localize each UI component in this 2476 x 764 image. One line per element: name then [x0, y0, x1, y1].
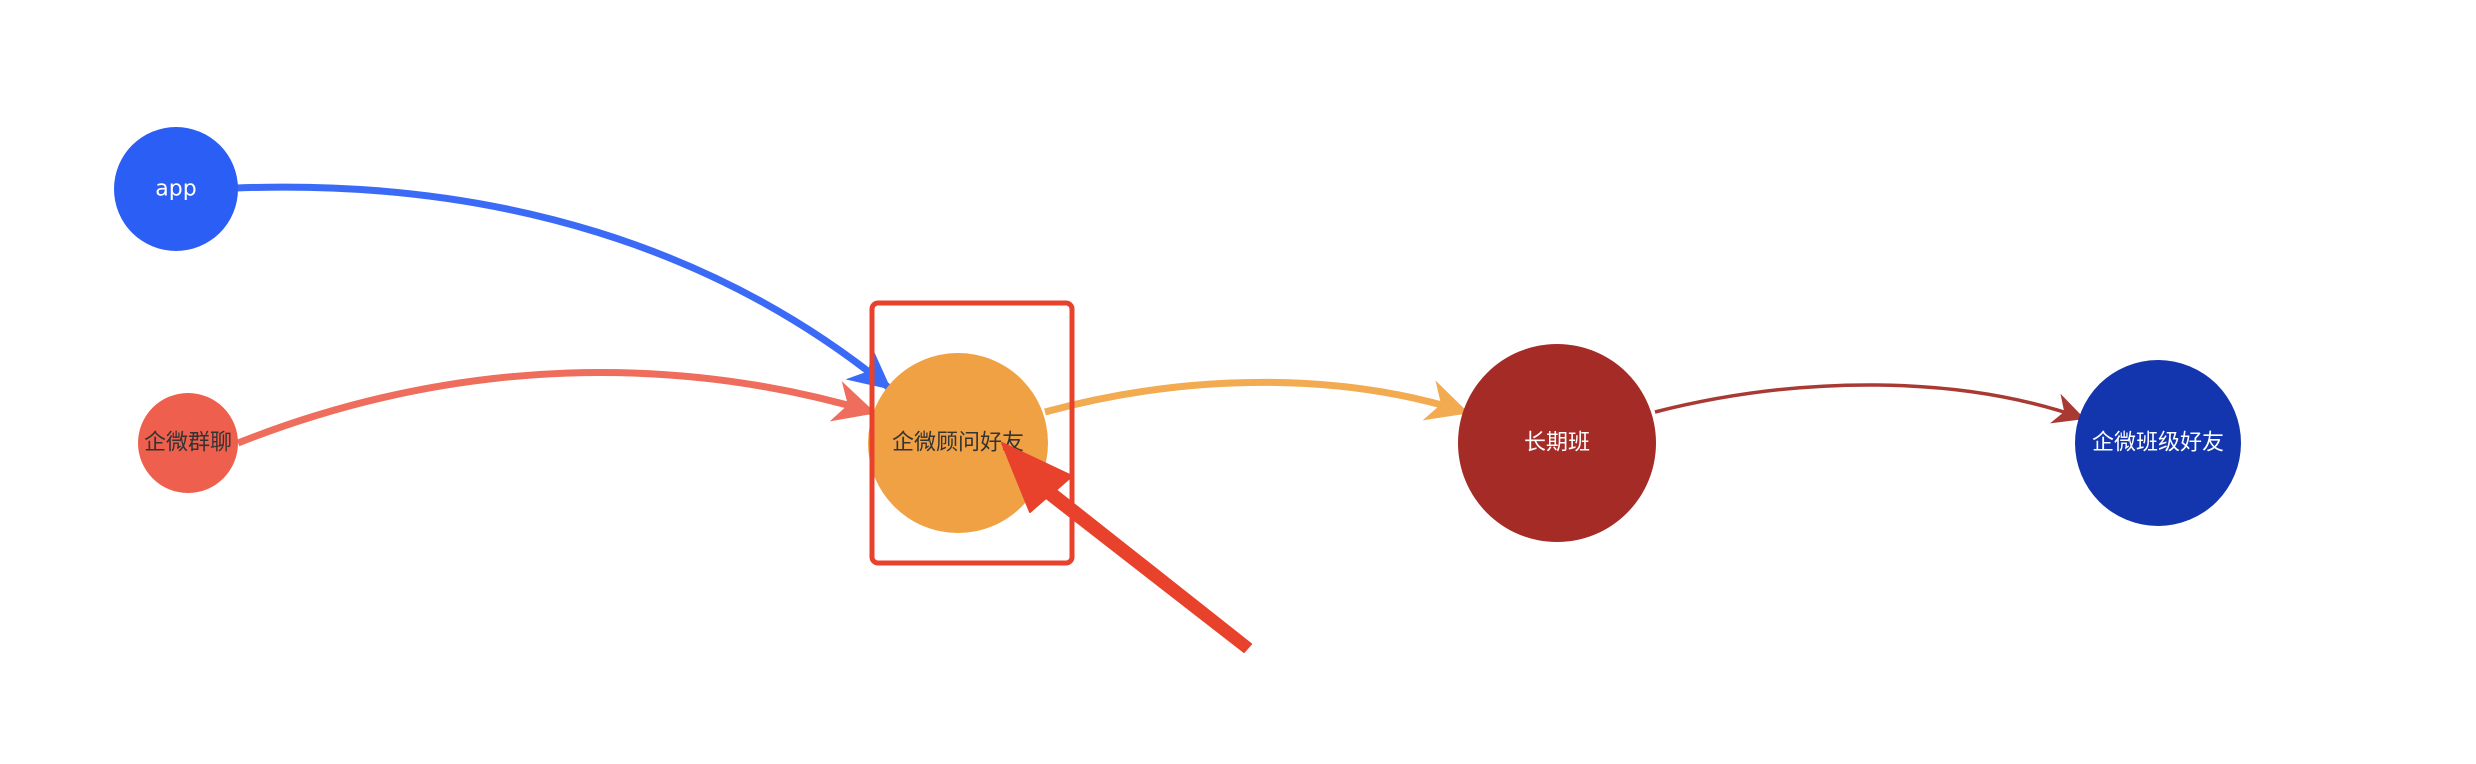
node-qw-advisor-friend[interactable]: 企微顾问好友: [868, 353, 1048, 533]
node-long-term-class[interactable]: 长期班: [1458, 344, 1656, 542]
node-qw-group-chat[interactable]: 企微群聊: [138, 393, 238, 493]
node-qw-class-friend-circle: [2075, 360, 2241, 526]
edges: [235, 183, 2085, 447]
node-qw-class-friend[interactable]: 企微班级好友: [2075, 360, 2241, 526]
pointer-arrow-icon: [1001, 442, 1252, 653]
edge-qw-advisor-friend-to-long-term-class: [1044, 378, 1469, 421]
node-qw-group-chat-label: 企微群聊: [144, 431, 232, 456]
node-qw-class-friend-label: 企微班级好友: [2092, 431, 2224, 456]
node-long-term-class-label: 长期班: [1524, 431, 1590, 456]
nodes: app 企微群聊 企微顾问好友 长期班 企微班级好友: [114, 127, 2241, 542]
node-qw-advisor-friend-circle: [868, 353, 1048, 533]
edge-qw-group-chat-to-qw-advisor-friend: [236, 369, 877, 447]
node-app-label: app: [155, 177, 196, 202]
highlight-box: [869, 300, 1075, 566]
edge-app-to-qw-advisor-friend: [235, 183, 892, 390]
edge-long-term-class-to-qw-class-friend: [1654, 383, 2085, 424]
node-app[interactable]: app: [114, 127, 238, 251]
node-long-term-class-circle: [1458, 344, 1656, 542]
node-qw-group-chat-circle: [138, 393, 238, 493]
annotation: [869, 300, 1252, 653]
node-app-circle: [114, 127, 238, 251]
